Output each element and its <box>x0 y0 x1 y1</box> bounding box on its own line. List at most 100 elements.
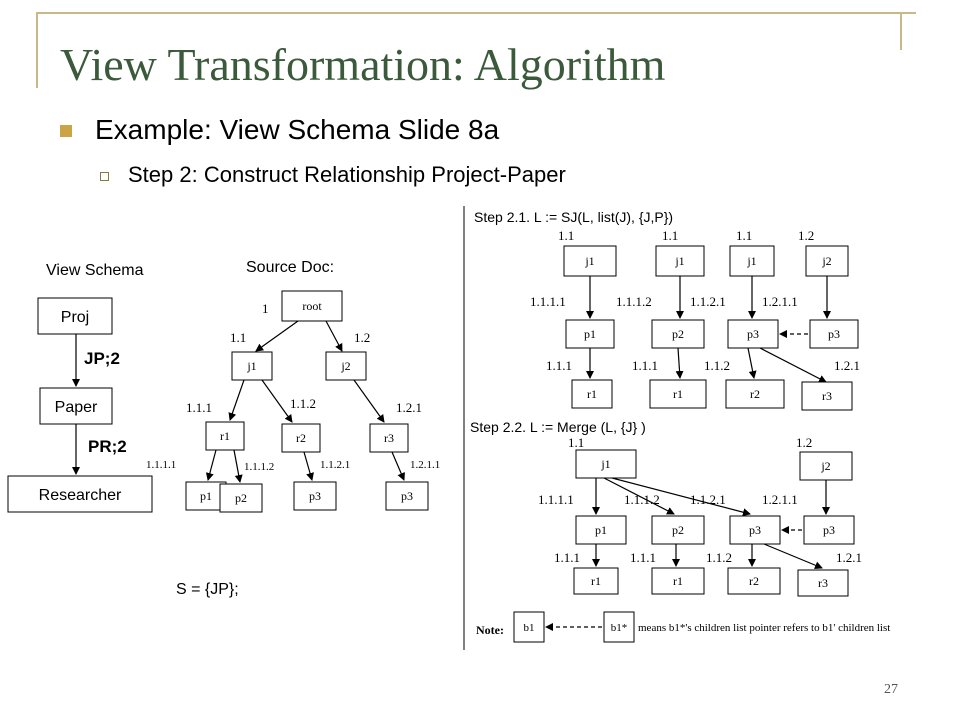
sd-edge-j1-r2 <box>261 379 293 423</box>
frame-top-rule <box>36 12 916 14</box>
s21-j1a: j1 <box>584 254 594 268</box>
note-label: Note: <box>476 623 504 637</box>
sd-r1-box <box>205 421 245 451</box>
sd-edge-root-j1 <box>255 320 299 352</box>
sd-lbl-1-2-1-1: 1.2.1.1 <box>410 459 440 471</box>
s22-p1-box <box>575 515 627 545</box>
step22-label: Step 2.2. L := Merge (L, {J} ) <box>470 419 646 435</box>
step21-tree: 1.1 1.1 1.1 1.2 j1 j1 j1 j2 1.1.1.1 1.1.… <box>530 228 860 411</box>
s22-r2: r2 <box>749 574 759 588</box>
s22-edge-j1-p3 <box>611 477 751 517</box>
note-box-b1star <box>603 611 635 643</box>
sd-edge-root-j2 <box>325 320 343 352</box>
vs-researcher: Researcher <box>39 487 122 504</box>
s22-mid-4: 1.2.1.1 <box>762 492 798 507</box>
s22-low-2: 1.1.1 <box>630 550 656 565</box>
s22-p3a: p3 <box>749 523 761 537</box>
sd-edge-j1-r1 <box>228 379 245 421</box>
s21-r1a-box <box>571 379 613 409</box>
s22-edge-p3-r3 <box>763 543 823 570</box>
s21-r1a: r1 <box>587 387 597 401</box>
s21-low-4: 1.2.1 <box>834 358 860 373</box>
s22-edge-j1-p2 <box>603 477 675 515</box>
vs-paper-box <box>39 387 113 425</box>
note-box-b1 <box>513 611 545 643</box>
note-b1star: b1* <box>611 622 628 634</box>
s21-top-2: 1.1 <box>662 228 678 243</box>
s22-top-2: 1.2 <box>796 435 812 450</box>
s21-top-3: 1.1 <box>736 228 752 243</box>
sd-p1: p1 <box>200 489 212 503</box>
vs-proj-box <box>37 297 113 335</box>
sd-j2: j2 <box>340 359 350 373</box>
sd-p3a-box <box>293 481 337 511</box>
sd-lbl-1-1-1: 1.1.1 <box>186 400 212 415</box>
note-text: means b1*'s children list pointer refers… <box>638 622 890 634</box>
sd-r2-box <box>281 423 321 453</box>
s21-edge-p3-r2 <box>747 347 757 379</box>
s22-r1a-box <box>573 567 619 595</box>
sd-p3b-box <box>385 481 429 511</box>
s21-p3b: p3 <box>828 327 840 341</box>
sd-p3a: p3 <box>309 489 321 503</box>
sd-edge-r1-p1 <box>205 449 217 481</box>
s22-p1: p1 <box>595 523 607 537</box>
s21-p3a-box <box>727 319 779 349</box>
s21-j1c: j1 <box>746 254 756 268</box>
set-expression: S = {JP}; <box>176 581 239 598</box>
s21-p2-box <box>651 319 705 349</box>
s21-mid-3: 1.1.2.1 <box>690 294 726 309</box>
s21-low-1: 1.1.1 <box>546 358 572 373</box>
s22-j1-box <box>575 449 637 479</box>
note-b1: b1 <box>524 622 535 634</box>
s21-top-4: 1.2 <box>798 228 814 243</box>
s22-j1: j1 <box>600 457 610 471</box>
sd-lbl-1-1-1-2: 1.1.1.2 <box>244 461 274 473</box>
s21-edge-p2-r1 <box>675 347 684 379</box>
sd-edge-j2-r3 <box>353 379 385 423</box>
s21-r3-box <box>801 381 853 411</box>
s21-mid-2: 1.1.1.2 <box>616 294 652 309</box>
sd-root-box <box>281 290 343 322</box>
s22-low-4: 1.2.1 <box>836 550 862 565</box>
bullet-step2: Step 2: Construct Relationship Project-P… <box>128 162 566 187</box>
s22-mid-3: 1.1.2.1 <box>690 492 726 507</box>
frame-accent-rule <box>900 12 902 50</box>
sd-lbl-1-1-2: 1.1.2 <box>290 396 316 411</box>
s21-low-3: 1.1.2 <box>704 358 730 373</box>
view-schema-label: View Schema <box>46 262 144 279</box>
step21-label: Step 2.1. L := SJ(L, list(J), {J,P}) <box>474 209 673 225</box>
slide-title: View Transformation: Algorithm <box>60 39 666 90</box>
s22-top-1: 1.1 <box>568 435 584 450</box>
s21-edge-p3-r3 <box>759 347 827 383</box>
note-legend: Note: b1 b1* means b1*'s children list p… <box>476 611 890 643</box>
s21-p1-box <box>565 319 615 349</box>
sd-j1-box <box>231 351 273 381</box>
sd-r3-box <box>369 423 409 453</box>
s21-p1: p1 <box>584 327 596 341</box>
s22-p3b-box <box>803 515 855 545</box>
sd-j2-box <box>325 351 367 381</box>
sd-r1: r1 <box>220 429 230 443</box>
s21-r2-box <box>725 379 785 409</box>
s22-r1b: r1 <box>673 574 683 588</box>
sd-edge-r3-p3 <box>391 451 405 481</box>
s21-top-1: 1.1 <box>558 228 574 243</box>
s22-p3a-box <box>729 515 781 545</box>
vs-edge-pr-label: PR;2 <box>88 437 127 456</box>
s22-j2: j2 <box>820 459 830 473</box>
s22-low-3: 1.1.2 <box>706 550 732 565</box>
s22-r1a: r1 <box>591 574 601 588</box>
s22-low-1: 1.1.1 <box>554 550 580 565</box>
s21-mid-1: 1.1.1.1 <box>530 294 566 309</box>
sd-lbl-1-2-1: 1.2.1 <box>396 400 422 415</box>
sd-edge-r2-p3 <box>303 451 314 481</box>
s22-r2-box <box>727 567 781 595</box>
sd-r2: r2 <box>296 431 306 445</box>
s22-mid-2: 1.1.1.2 <box>624 492 660 507</box>
vs-proj: Proj <box>61 309 89 326</box>
bullet-square-icon <box>60 125 72 137</box>
s21-r3: r3 <box>822 389 832 403</box>
s21-p2: p2 <box>672 327 684 341</box>
